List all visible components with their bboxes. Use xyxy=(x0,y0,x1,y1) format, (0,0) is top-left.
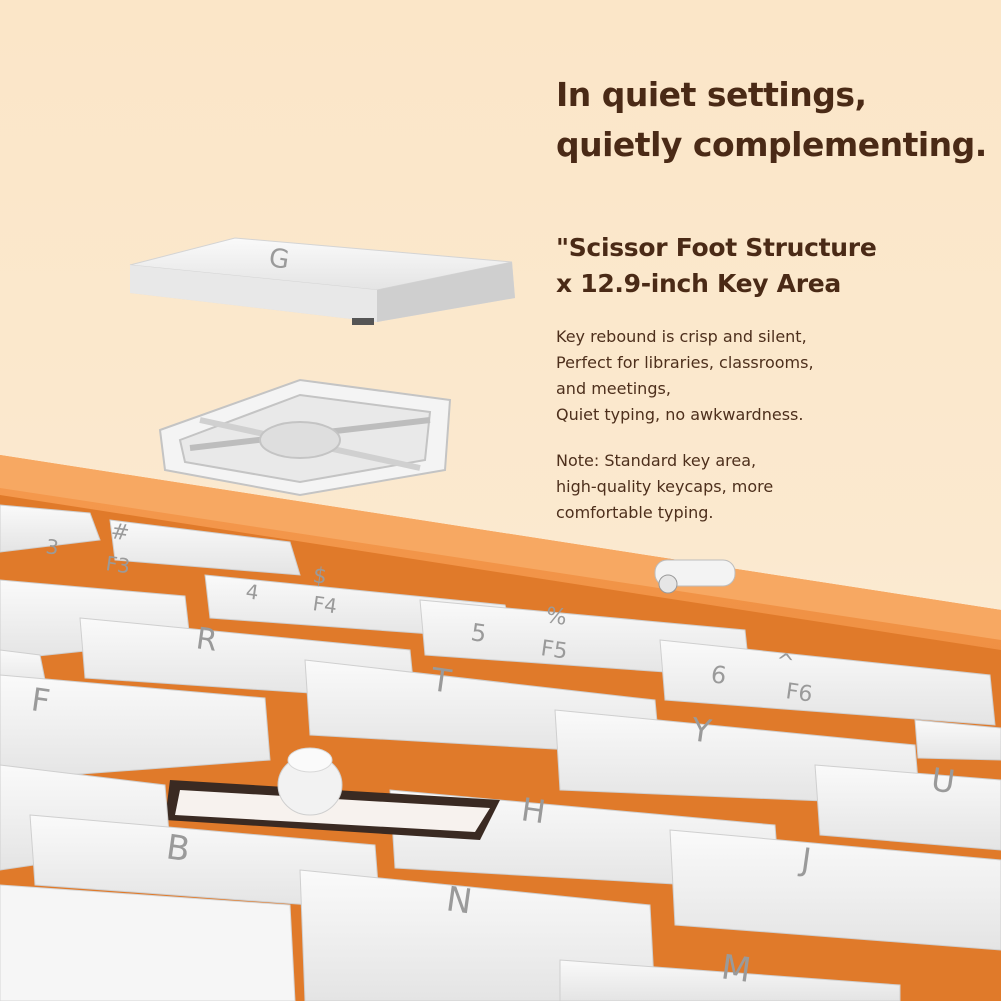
description: Key rebound is crisp and silent, Perfect… xyxy=(556,324,996,428)
keyboard-frame-top-edge xyxy=(0,455,1001,640)
keycap-label-3: 3 xyxy=(44,534,60,560)
scissor-mechanism xyxy=(158,378,452,497)
keycap-label-caret: ^ xyxy=(774,649,796,676)
keycap-label-r: R xyxy=(194,621,220,659)
keycap-label-u: U xyxy=(929,760,957,801)
marketing-copy: In quiet settings, quietly complementing… xyxy=(556,70,996,526)
keycap-label-dollar: $ xyxy=(311,563,328,590)
note-line: high-quality keycaps, more xyxy=(556,477,774,496)
keycap-label-b: B xyxy=(164,827,193,870)
keycap-label-4: 4 xyxy=(244,579,260,605)
headline-line-2: quietly complementing. xyxy=(556,125,987,164)
note: Note: Standard key area, high-quality ke… xyxy=(556,448,996,526)
note-line: Note: Standard key area, xyxy=(556,451,757,470)
subhead-line-1: "Scissor Foot Structure xyxy=(556,233,877,262)
keycap-label-percent: % xyxy=(544,603,568,631)
keycap-label-f6: F6 xyxy=(784,679,814,707)
keycap-label-f5: F5 xyxy=(539,636,569,664)
keycap-label-f: F xyxy=(29,680,53,720)
keycap-label-6: 6 xyxy=(709,660,728,690)
description-line: Quiet typing, no awkwardness. xyxy=(556,405,804,424)
keycap-label-n: N xyxy=(444,879,475,922)
description-line: Perfect for libraries, classrooms, xyxy=(556,353,814,372)
description-line: Key rebound is crisp and silent, xyxy=(556,327,807,346)
subhead-line-2: x 12.9-inch Key Area xyxy=(556,269,841,298)
keycap-label-f4: F4 xyxy=(311,591,338,618)
keycap-label-m: M xyxy=(719,947,754,991)
keycap-label-h: H xyxy=(519,790,548,831)
keycaps xyxy=(0,504,1001,1001)
keycap-label-5: 5 xyxy=(469,618,488,648)
headline-line-1: In quiet settings, xyxy=(556,75,867,114)
floating-keycap xyxy=(129,237,515,325)
keycap-label-g: G xyxy=(267,243,291,276)
headline: In quiet settings, quietly complementing… xyxy=(556,70,996,170)
keycap-label-f3: F3 xyxy=(104,551,131,578)
keycap-label-hash: # xyxy=(109,519,131,546)
hinge-icon xyxy=(654,559,736,594)
note-line: comfortable typing. xyxy=(556,503,714,522)
description-line: and meetings, xyxy=(556,379,671,398)
subhead: "Scissor Foot Structure x 12.9-inch Key … xyxy=(556,230,996,302)
